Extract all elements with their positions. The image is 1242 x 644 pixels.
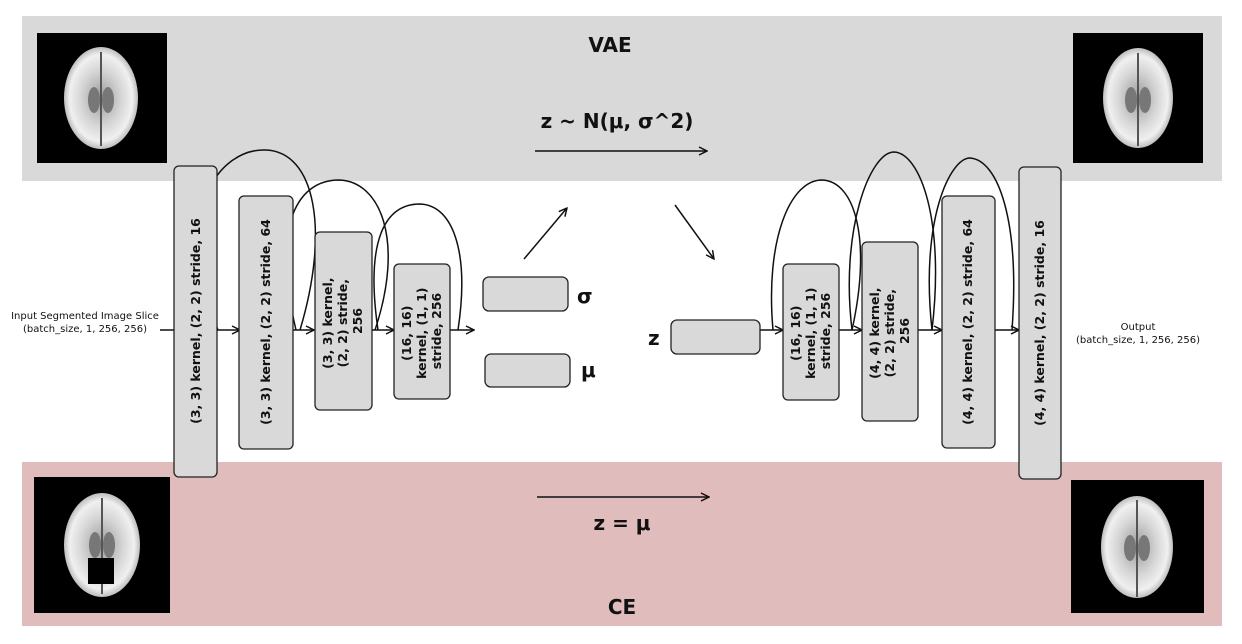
input-shape-label: (batch_size, 1, 256, 256) <box>23 324 147 335</box>
vae-sampling-formula: z ~ N(μ, σ^2) <box>541 109 694 133</box>
skip-arc-3 <box>373 203 463 331</box>
input-brain-image-vae <box>37 33 167 163</box>
decoder-block-2-label: (4, 4) kernel, (2, 2) stride, 256 <box>867 283 912 379</box>
encoder-block-2: (3, 3) kernel, (2, 2) stride, 64 <box>238 195 294 450</box>
output-brain-image-vae <box>1073 33 1203 163</box>
output-shape-label: (batch_size, 1, 256, 256) <box>1076 335 1200 346</box>
decoder-block-4-label: (4, 4) kernel, (2, 2) stride, 16 <box>1032 220 1047 426</box>
sample-to-z-arrow <box>674 204 714 259</box>
output-brain-image-ce <box>1071 480 1204 613</box>
ce-band <box>22 462 1222 626</box>
occlusion-mask <box>88 558 114 584</box>
decoder-block-3-label: (4, 4) kernel, (2, 2) stride, 64 <box>960 219 975 425</box>
encoder-block-4: (16, 16) kernel, (1, 1) stride, 256 <box>393 263 451 400</box>
decoder-block-4: (4, 4) kernel, (2, 2) stride, 16 <box>1018 166 1062 480</box>
encoder-block-1: (3, 3) kernel, (2, 2) stride, 16 <box>173 165 218 478</box>
ce-title: CE <box>608 595 636 619</box>
sigma-block <box>482 276 569 312</box>
decoder-block-3: (4, 4) kernel, (2, 2) stride, 64 <box>941 195 996 449</box>
encoder-block-3-label: (3, 3) kernel, (2, 2) stride, 256 <box>320 273 365 369</box>
sigma-symbol: σ <box>577 284 593 308</box>
decoder-block-1: (16, 16) kernel, (1, 1) stride, 256 <box>782 263 840 401</box>
vae-band <box>22 16 1222 181</box>
mu-block <box>484 353 571 388</box>
skip-arc-5 <box>848 151 937 331</box>
encoder-block-1-label: (3, 3) kernel, (2, 2) stride, 16 <box>188 218 203 424</box>
input-label: Input Segmented Image Slice <box>11 311 159 322</box>
vae-title: VAE <box>588 33 631 57</box>
ce-sampling-formula: z = μ <box>593 511 650 535</box>
z-symbol: z <box>648 326 660 350</box>
output-label: Output <box>1121 322 1156 333</box>
input-brain-image-ce-masked <box>34 477 170 613</box>
enc-to-sample-arrow <box>523 208 567 260</box>
encoder-block-3: (3, 3) kernel, (2, 2) stride, 256 <box>314 231 373 411</box>
skip-arc-6 <box>928 157 1015 331</box>
skip-arc-4 <box>770 179 862 331</box>
decoder-block-1-label: (16, 16) kernel, (1, 1) stride, 256 <box>788 283 833 379</box>
encoder-block-4-label: (16, 16) kernel, (1, 1) stride, 256 <box>399 283 444 379</box>
mu-symbol: μ <box>581 358 596 382</box>
z-block <box>670 319 761 355</box>
decoder-block-2: (4, 4) kernel, (2, 2) stride, 256 <box>861 241 919 422</box>
encoder-block-2-label: (3, 3) kernel, (2, 2) stride, 64 <box>258 219 273 425</box>
